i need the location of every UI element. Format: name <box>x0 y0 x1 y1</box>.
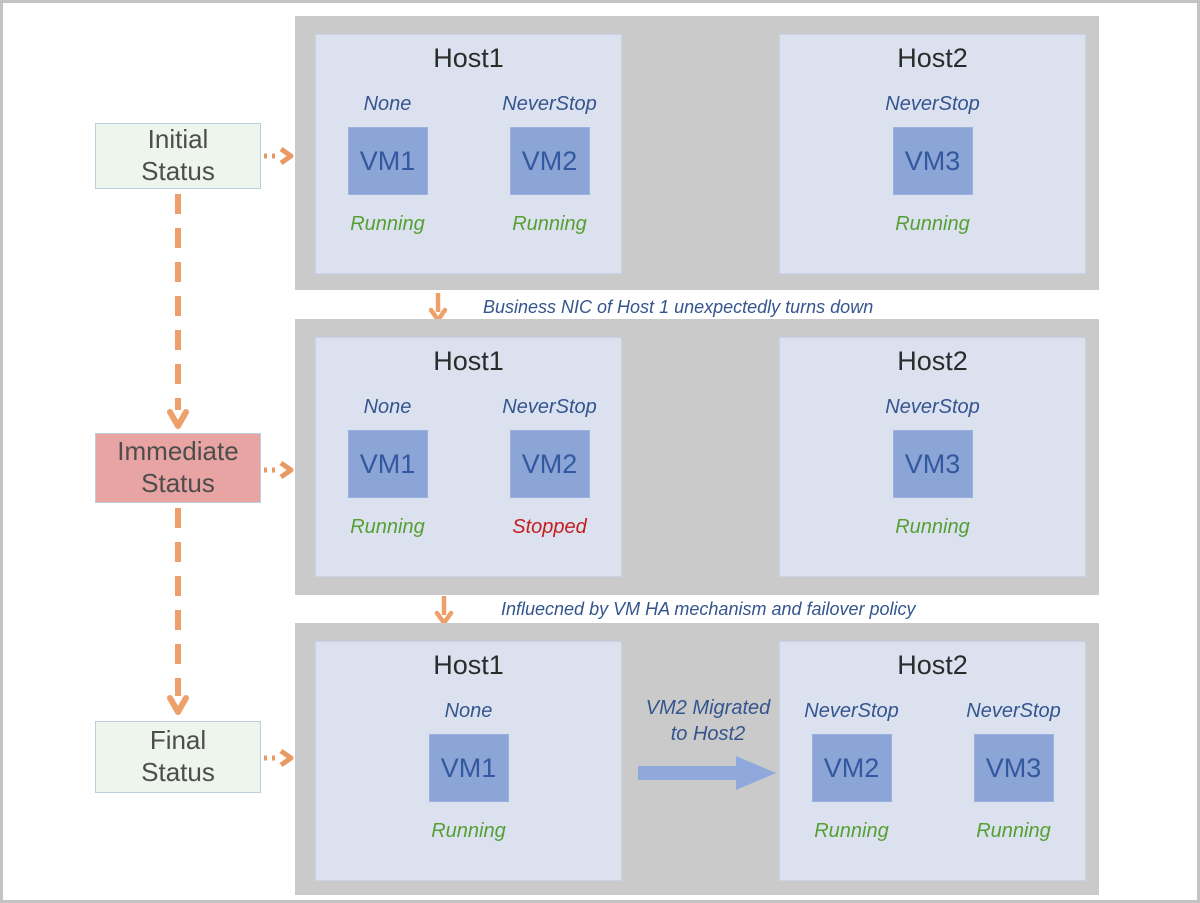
vm-box: VM3 <box>892 127 973 195</box>
vm-box: VM2 <box>509 127 590 195</box>
migration-note-line: to Host2 <box>670 723 746 745</box>
host-title: Host1 <box>433 650 504 680</box>
vm-box: VM1 <box>347 430 428 498</box>
host-title: Host2 <box>897 43 968 73</box>
vm-policy-label: NeverStop <box>804 700 899 722</box>
vm-state-label: Running <box>512 213 587 235</box>
arrow-down-icon <box>428 293 448 322</box>
vm-box: VM3 <box>973 734 1054 802</box>
vm-state-label: Running <box>895 213 970 235</box>
host2-box: Host2 NeverStop VM2 Running NeverStop VM… <box>779 641 1086 881</box>
status-box-final: Final Status <box>95 721 261 793</box>
vm-box: VM1 <box>347 127 428 195</box>
host1-box: Host1 None VM1 Running NeverStop VM2 Sto… <box>315 337 622 577</box>
migration-note: VM2 Migrated to Host2 <box>628 695 788 747</box>
status-box-label-line: Final <box>149 725 207 756</box>
vm-group-vm3: NeverStop VM3 Running <box>872 93 994 236</box>
vm-row: NeverStop VM3 Running <box>780 396 1085 539</box>
migration-arrow-right-icon <box>638 756 776 790</box>
vm-group-vm3: NeverStop VM3 Running <box>953 700 1075 843</box>
host1-box: Host1 None VM1 Running <box>315 641 622 881</box>
arrow-down-icon <box>434 596 454 625</box>
status-box-label-line: Status <box>141 757 215 787</box>
dashed-arrow-down-icon <box>167 194 189 429</box>
status-box-label-line: Initial <box>147 124 209 155</box>
transition-caption: Influecned by VM HA mechanism and failov… <box>501 599 916 619</box>
vm-policy-label: NeverStop <box>966 700 1061 722</box>
vm-policy-label: NeverStop <box>885 396 980 418</box>
host2-box: Host2 NeverStop VM3 Running <box>779 337 1086 577</box>
panel-immediate-status: Host1 None VM1 Running NeverStop VM2 Sto… <box>295 319 1099 595</box>
vm-group-vm2: NeverStop VM2 Running <box>489 93 611 236</box>
status-box-initial: Initial Status <box>95 123 261 189</box>
host-title: Host1 <box>433 346 504 376</box>
status-box-label-line: Immediate <box>117 436 239 467</box>
vm-box: VM2 <box>811 734 892 802</box>
status-box-label-line: Status <box>141 468 215 498</box>
dotted-arrow-right-icon <box>264 146 294 166</box>
vm-policy-label: NeverStop <box>502 93 597 115</box>
dotted-arrow-right-icon <box>264 460 294 480</box>
vm-policy-label: None <box>363 396 412 418</box>
dotted-arrow-right-icon <box>264 748 294 768</box>
vm-box: VM2 <box>509 430 590 498</box>
vm-state-label: Running <box>350 516 425 538</box>
transition-caption: Business NIC of Host 1 unexpectedly turn… <box>483 297 874 317</box>
vm-row: None VM1 Running NeverStop VM2 Running <box>316 93 621 236</box>
vm-state-label: Stopped <box>512 516 587 538</box>
vm-group-vm1: None VM1 Running <box>408 700 530 843</box>
vm-group-vm2: NeverStop VM2 Running <box>791 700 913 843</box>
dashed-arrow-down-icon <box>167 508 189 715</box>
vm-state-label: Running <box>895 516 970 538</box>
vm-group-vm1: None VM1 Running <box>327 396 449 539</box>
vm-state-label: Running <box>431 820 506 842</box>
vm-box: VM3 <box>892 430 973 498</box>
host1-box: Host1 None VM1 Running NeverStop VM2 Run… <box>315 34 622 274</box>
panel-final-status: Host1 None VM1 Running VM2 Migrated to H… <box>295 623 1099 895</box>
status-box-label-line: Status <box>141 156 215 186</box>
vm-row: None VM1 Running NeverStop VM2 Stopped <box>316 396 621 539</box>
panel-initial-status: Host1 None VM1 Running NeverStop VM2 Run… <box>295 16 1099 290</box>
host-title: Host1 <box>433 43 504 73</box>
vm-group-vm1: None VM1 Running <box>327 93 449 236</box>
vm-row: NeverStop VM3 Running <box>780 93 1085 236</box>
status-box-immediate: Immediate Status <box>95 433 261 503</box>
migration-note-line: VM2 Migrated <box>645 697 771 719</box>
vm-policy-label: None <box>444 700 493 722</box>
vm-state-label: Running <box>976 820 1051 842</box>
vm-policy-label: NeverStop <box>885 93 980 115</box>
host-title: Host2 <box>897 650 968 680</box>
vm-group-vm3: NeverStop VM3 Running <box>872 396 994 539</box>
vm-policy-label: None <box>363 93 412 115</box>
vm-policy-label: NeverStop <box>502 396 597 418</box>
vm-box: VM1 <box>428 734 509 802</box>
host-title: Host2 <box>897 346 968 376</box>
vm-state-label: Running <box>814 820 889 842</box>
host2-box: Host2 NeverStop VM3 Running <box>779 34 1086 274</box>
vm-state-label: Running <box>350 213 425 235</box>
vm-row: None VM1 Running <box>316 700 621 843</box>
vm-row: NeverStop VM2 Running NeverStop VM3 Runn… <box>780 700 1085 843</box>
vm-group-vm2: NeverStop VM2 Stopped <box>489 396 611 539</box>
